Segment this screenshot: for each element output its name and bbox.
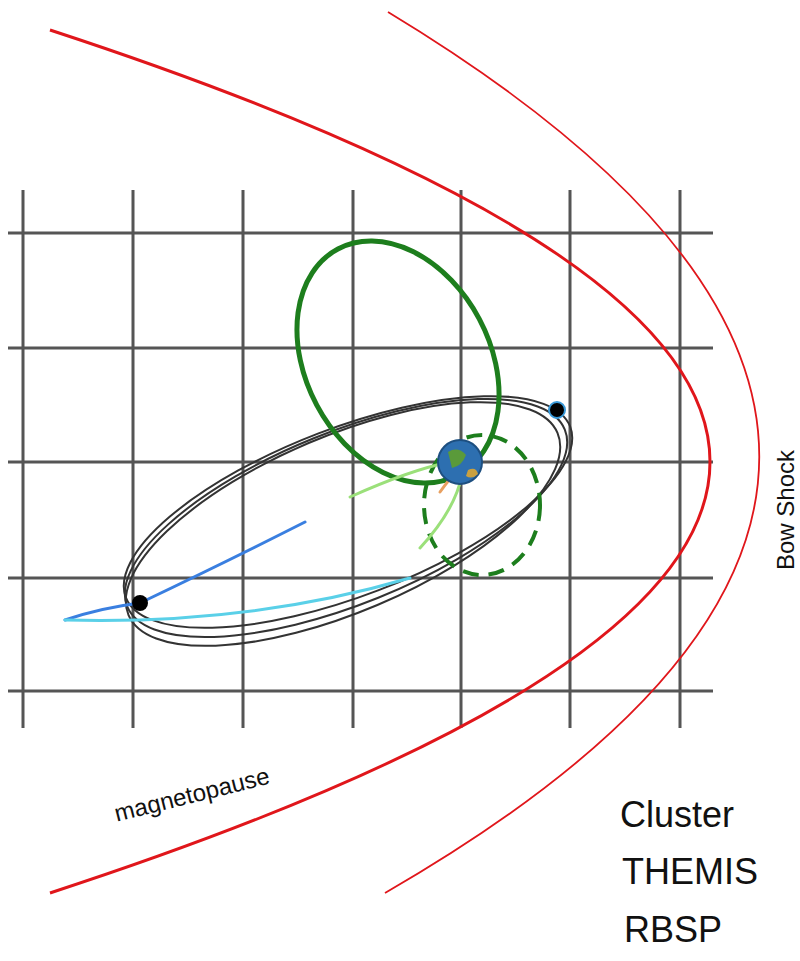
themis-orbits (94, 348, 600, 696)
mission-name: Cluster (620, 795, 734, 835)
spacecraft-dot (549, 402, 565, 418)
mission-name: RBSP (624, 910, 722, 950)
region-label: magnetopause (112, 763, 272, 827)
earth (438, 440, 482, 484)
cluster-orbit (257, 206, 540, 518)
rbsp-orbit (424, 435, 540, 575)
bow-shock-curve (385, 12, 759, 893)
spacecraft-dot (132, 595, 148, 611)
earth-land (448, 450, 466, 468)
earth-land (466, 469, 478, 478)
mission-name: THEMIS (622, 852, 758, 892)
grid (8, 190, 713, 728)
region-label: Bow Shock (773, 450, 799, 570)
field-lines (65, 462, 462, 620)
magnetopause-curve (50, 30, 710, 893)
